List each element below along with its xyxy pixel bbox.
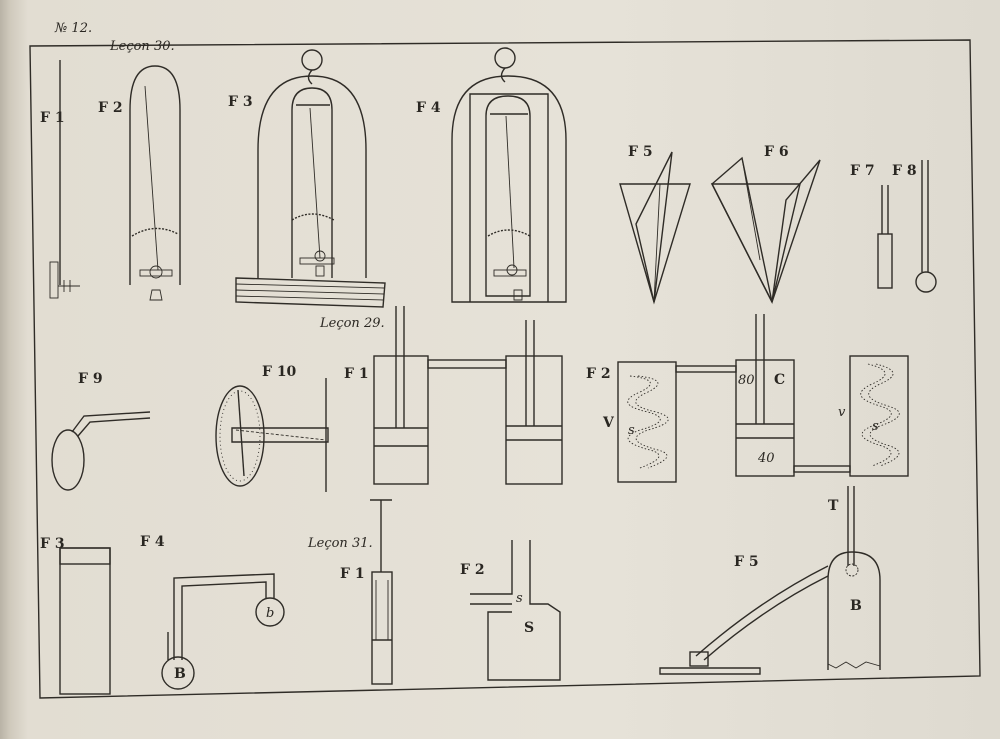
lesson-29-label: Leçon 29.: [319, 316, 385, 331]
fig-5-label: F 5: [628, 144, 653, 160]
fig-2-bell-jar: [129, 65, 181, 301]
fig-3-bell-jar: [235, 49, 386, 308]
fig-2c-apparatus: s S: [470, 540, 561, 681]
fig-1b-cylinders: [373, 306, 563, 485]
label-s-left: s: [628, 423, 635, 438]
fig-7-label: F 7: [850, 163, 875, 179]
label-s-big: S: [524, 620, 534, 636]
fig-9-bulb: [51, 411, 151, 491]
fig-1c-label: F 1: [340, 566, 365, 582]
label-s-right: s: [872, 419, 879, 434]
fig-5-cones: [619, 151, 691, 305]
label-s-small: s: [516, 591, 523, 606]
fig-2b-label: F 2: [586, 366, 611, 382]
label-t: T: [828, 498, 839, 514]
plate-border: [29, 39, 981, 699]
fig-4c-tube: b B: [161, 573, 285, 690]
label-b-big: B: [174, 666, 186, 682]
label-c: C: [774, 372, 785, 388]
label-b-right: B: [850, 598, 862, 614]
fig-10-label: F 10: [262, 364, 297, 380]
fig-1c-syringe: [370, 499, 393, 685]
fig-6-cones: [710, 156, 821, 305]
fig-10-dial: [215, 378, 329, 492]
fig-4-label: F 4: [416, 100, 441, 116]
fig-1-label: F 1: [40, 110, 65, 126]
fig-6-label: F 6: [764, 144, 789, 160]
fig-3-label: F 3: [228, 94, 253, 110]
fig-3-wooden-base: [235, 277, 386, 308]
fig-2c-label: F 2: [460, 562, 485, 578]
lesson-31-label: Leçon 31.: [307, 536, 373, 551]
label-40: 40: [757, 451, 775, 466]
label-b-small: b: [266, 606, 274, 621]
fig-9-label: F 9: [78, 371, 103, 387]
label-v-small: v: [838, 405, 846, 420]
fig-2-label: F 2: [98, 100, 123, 116]
fig-4-bell-jar: [451, 47, 567, 303]
fig-7-tube: [877, 185, 893, 289]
label-v-big: V: [602, 415, 615, 431]
fig-1-rod: [49, 60, 80, 299]
fig-2b-engine: V s 80 C 40 v s: [602, 314, 909, 483]
fig-1b-label: F 1: [344, 366, 369, 382]
fig-4c-label: F 4: [140, 534, 165, 550]
fig-3c-jar: [59, 547, 111, 695]
fig-5c-boiler: T B: [659, 486, 881, 675]
fig-5c-label: F 5: [734, 554, 759, 570]
fig-8-label: F 8: [892, 163, 917, 179]
label-80: 80: [738, 373, 755, 388]
lesson-30-label: Leçon 30.: [109, 39, 175, 54]
fig-3c-label: F 3: [40, 536, 65, 552]
plate-number: № 12.: [54, 21, 92, 36]
fig-8-thermometer: [915, 160, 937, 293]
